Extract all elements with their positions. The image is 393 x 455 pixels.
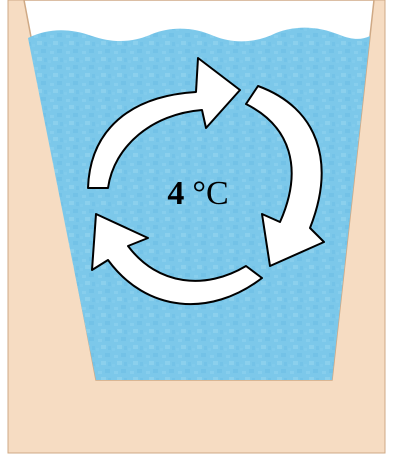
temperature-label: 4°C (167, 175, 228, 212)
temperature-value: 4 (167, 175, 184, 212)
temperature-unit: °C (192, 175, 228, 212)
